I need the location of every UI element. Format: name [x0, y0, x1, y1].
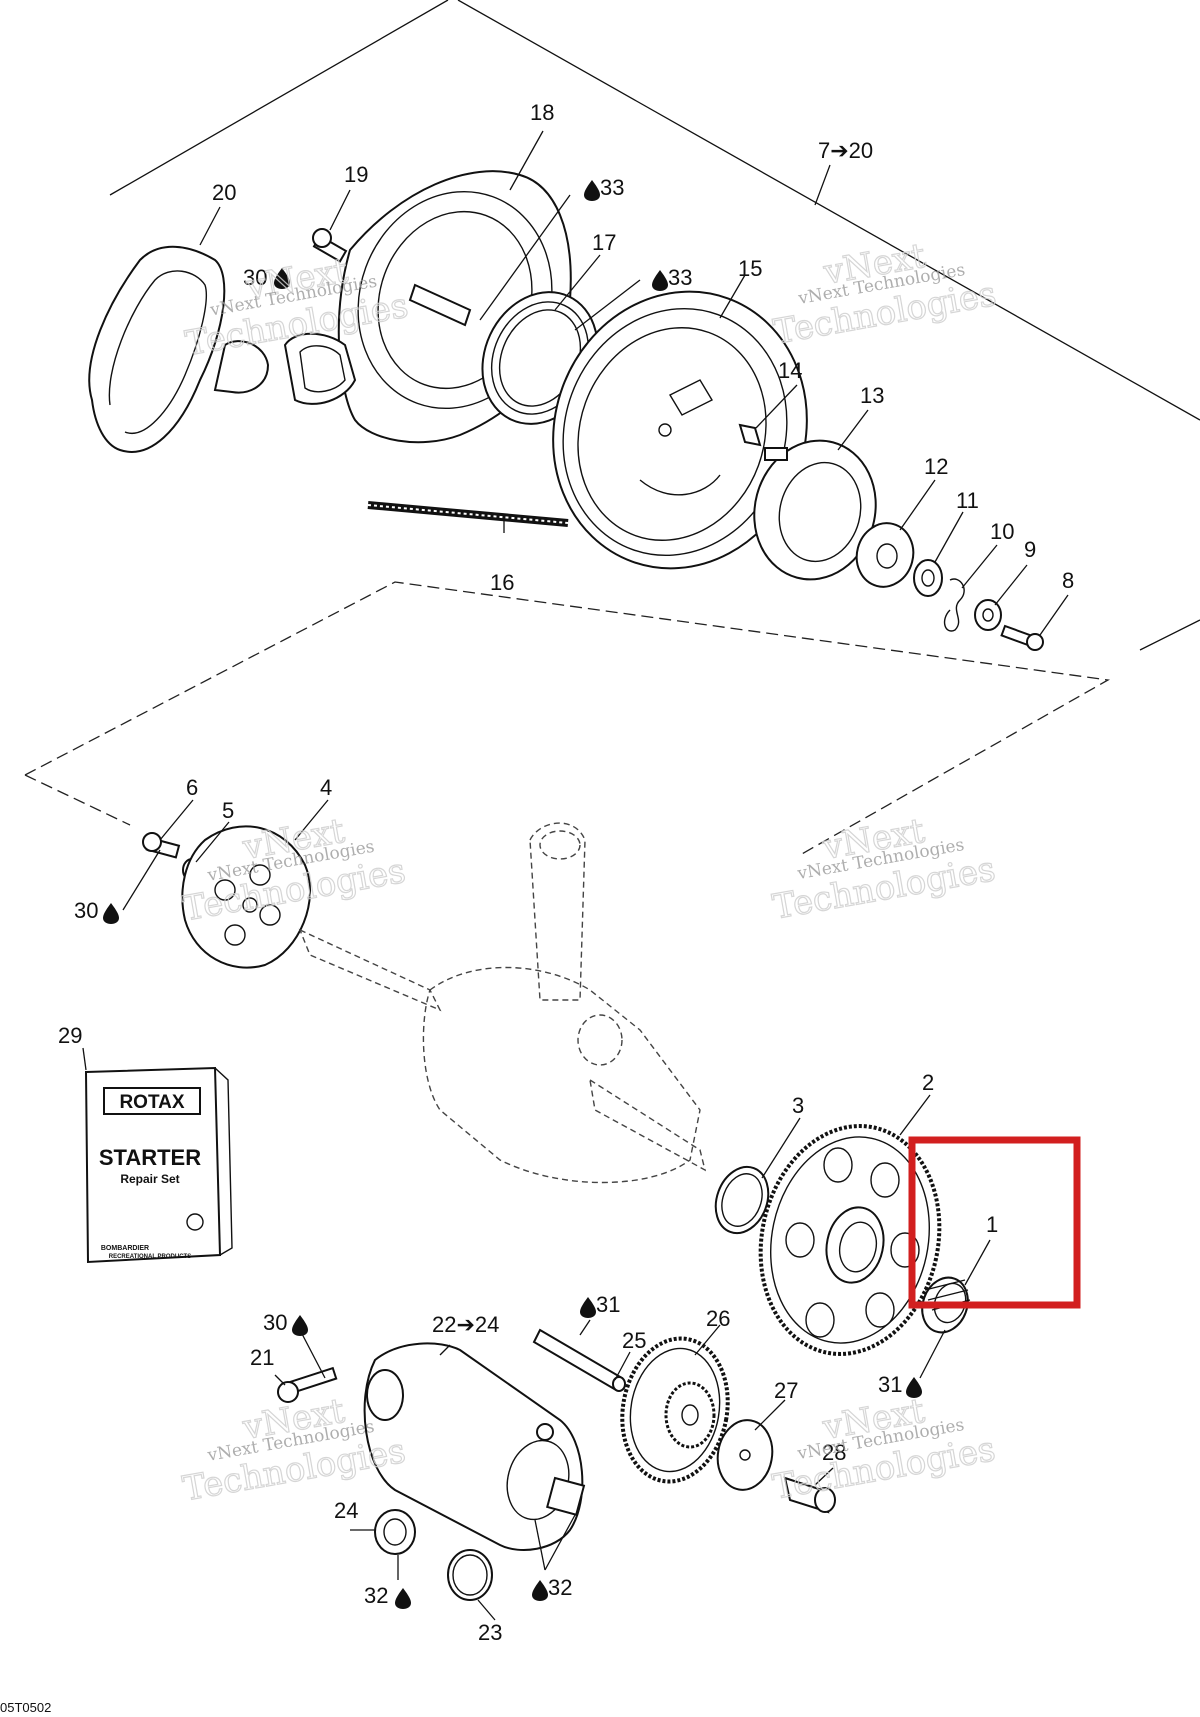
- callout-29: 29: [58, 1023, 82, 1048]
- part-14-pawl: [738, 423, 762, 447]
- callout-20: 20: [212, 180, 236, 205]
- part-20-rope-handle: [88, 245, 270, 453]
- callout-32-b: 32: [548, 1575, 572, 1600]
- callout-14: 14: [778, 358, 802, 383]
- part-24-oil-seal: [374, 1509, 416, 1555]
- part-29-repair-set-booklet: ROTAX STARTER Repair Set BOMBARDIER RECR…: [84, 1066, 233, 1264]
- callout-30-c: 30: [263, 1310, 287, 1335]
- part-22-starter-motor: [363, 1342, 586, 1551]
- callout-3: 3: [792, 1093, 804, 1118]
- part-13-pawl-lock: [753, 439, 877, 581]
- callout-8: 8: [1062, 568, 1074, 593]
- callout-21: 21: [250, 1345, 274, 1370]
- drawing-code: 05T0502: [0, 1700, 51, 1715]
- part-10-spring-clip: [943, 578, 965, 632]
- callout-30-a: 30: [243, 265, 267, 290]
- highlight-box-part-1: [908, 1136, 1081, 1309]
- booklet-brand: ROTAX: [119, 1092, 184, 1113]
- part-26-intermediate-gear: [620, 1336, 730, 1484]
- callout-numbers: 18 19 20 7➔20 33 17 33 15 30 14 13 12 11…: [58, 100, 1074, 1645]
- callout-10: 10: [990, 519, 1014, 544]
- oil-drop-icon: [532, 1580, 548, 1601]
- part-12-washer: [855, 522, 915, 588]
- part-9-washer: [974, 599, 1002, 631]
- callout-19: 19: [344, 162, 368, 187]
- callout-32-a: 32: [364, 1583, 388, 1608]
- oil-drop-icons: [103, 180, 922, 1609]
- part-28-bushing: [783, 1476, 836, 1514]
- callout-28: 28: [822, 1440, 846, 1465]
- leader-lines: [82, 130, 1069, 1621]
- oil-drop-icon: [906, 1377, 922, 1398]
- callout-4: 4: [320, 775, 332, 800]
- oil-drop-icon: [652, 270, 668, 291]
- oil-drop-icon: [274, 268, 290, 289]
- part-2-starter-gear: [758, 1124, 942, 1356]
- callout-5: 5: [222, 798, 234, 823]
- callout-27: 27: [774, 1378, 798, 1403]
- booklet-title: STARTER: [99, 1145, 201, 1170]
- part-25-shaft: [532, 1328, 626, 1392]
- callout-6: 6: [186, 775, 198, 800]
- callout-16: 16: [490, 570, 514, 595]
- callout-33-b: 33: [668, 265, 692, 290]
- part-27-thrust-washer: [716, 1419, 774, 1491]
- oil-drop-icon: [103, 903, 119, 924]
- oil-drop-icon: [584, 180, 600, 201]
- recoil-starter-group-boundary: [109, 0, 1200, 651]
- callout-31-a: 31: [596, 1292, 620, 1317]
- callout-7-20: 7➔20: [818, 138, 873, 163]
- part-8-screw: [1000, 624, 1044, 651]
- callout-26: 26: [706, 1306, 730, 1331]
- callout-11: 11: [956, 488, 979, 513]
- callout-22-24: 22➔24: [432, 1312, 499, 1337]
- callout-33-a: 33: [600, 175, 624, 200]
- callout-1: 1: [986, 1212, 998, 1237]
- callout-9: 9: [1024, 537, 1036, 562]
- part-6-screw: [142, 832, 181, 859]
- callout-2: 2: [922, 1070, 934, 1095]
- callout-15: 15: [738, 256, 762, 281]
- callout-17: 17: [592, 230, 616, 255]
- booklet-logo-seal: [186, 1213, 204, 1231]
- callout-24: 24: [334, 1498, 358, 1523]
- callout-18: 18: [530, 100, 554, 125]
- part-11-bushing: [913, 559, 943, 597]
- booklet-subtitle: Repair Set: [120, 1172, 179, 1186]
- part-4-drive-plate: [181, 825, 311, 969]
- callout-30-b: 30: [74, 898, 98, 923]
- part-21-screw: [277, 1366, 338, 1403]
- oil-drop-icon: [395, 1588, 411, 1609]
- callout-12: 12: [924, 454, 948, 479]
- callout-13: 13: [860, 383, 884, 408]
- crankshaft-reference-outline: [298, 822, 707, 1184]
- booklet-maker-sub: RECREATIONAL PRODUCTS: [109, 1254, 191, 1260]
- oil-drop-icon: [292, 1315, 308, 1336]
- part-16-rope: [367, 501, 569, 527]
- callout-23: 23: [478, 1620, 502, 1645]
- oil-drop-icon: [580, 1297, 596, 1318]
- callout-31-b: 31: [878, 1372, 902, 1397]
- part-19-screw: [312, 228, 348, 263]
- part-3-o-ring: [714, 1165, 770, 1235]
- callout-25: 25: [622, 1328, 646, 1353]
- booklet-maker: BOMBARDIER: [101, 1245, 149, 1252]
- part-23-o-ring: [447, 1549, 493, 1601]
- crankshaft-group-boundary: [24, 581, 1110, 856]
